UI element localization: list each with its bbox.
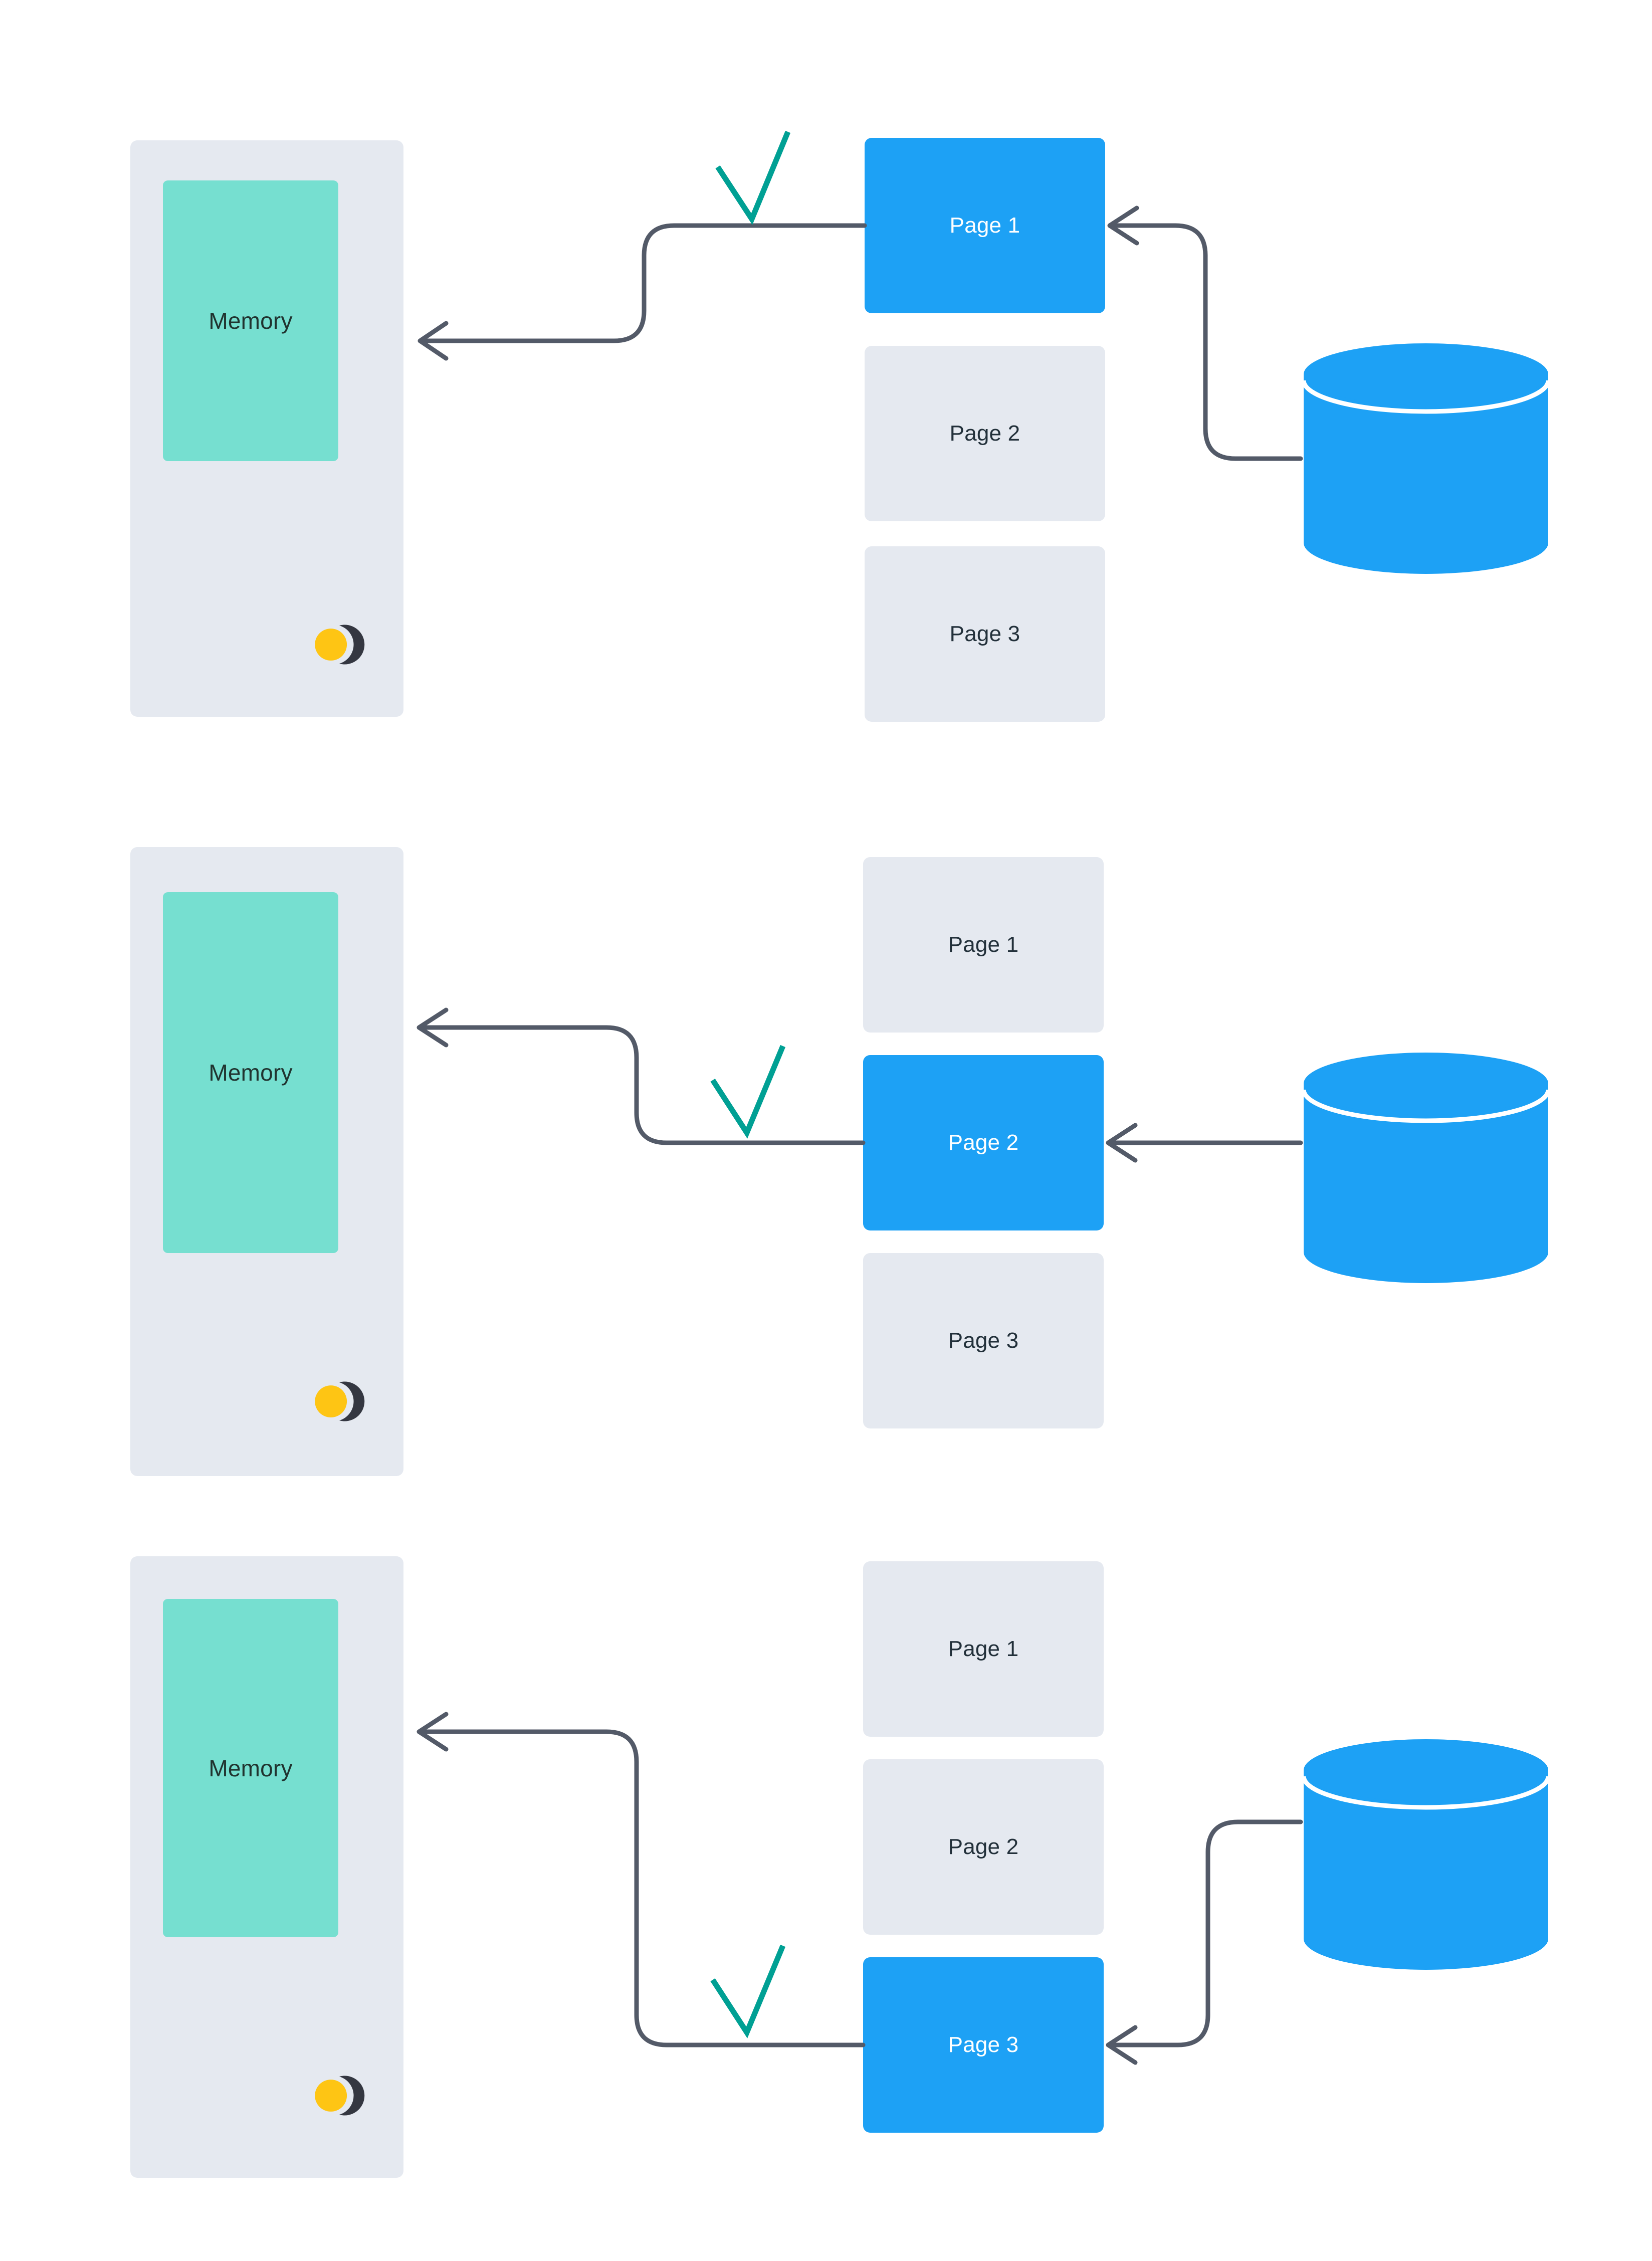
wire-page-to-memory: [418, 1025, 866, 1145]
arrow-left-icon: [1107, 205, 1139, 246]
arrow-left-icon: [417, 1007, 449, 1048]
page-label: Page 2: [948, 1130, 1019, 1155]
wire-page-to-memory: [419, 223, 867, 343]
memory-container: Memory: [130, 140, 403, 717]
memory-label: Memory: [209, 1755, 293, 1781]
page-label: Page 1: [949, 213, 1020, 238]
data-source-cylinder[interactable]: Data Source: [1301, 1053, 1652, 1283]
data-source-label: Data Source: [1614, 499, 1652, 523]
memory-box[interactable]: Memory: [163, 892, 338, 1253]
page-label: Page 1: [948, 1636, 1019, 1661]
page-label: Page 3: [948, 1328, 1019, 1353]
page-box-2[interactable]: Page 2: [863, 1759, 1104, 1935]
page-label: Page 3: [948, 2032, 1019, 2057]
elastic-logo-icon: [315, 2064, 376, 2128]
wire-page-to-memory: [418, 1729, 866, 2047]
diagram-panel-1: Memory Page 1 Page 2 Page 3 Data Source: [0, 0, 1652, 752]
wire-datasource-to-page: [1108, 223, 1303, 461]
memory-box[interactable]: Memory: [163, 1599, 338, 1937]
wire-datasource-to-page: [1106, 1819, 1303, 2047]
arrow-left-icon: [1106, 1123, 1138, 1163]
page-label: Page 2: [949, 421, 1020, 446]
arrow-left-icon: [1106, 2025, 1138, 2065]
page-label: Page 1: [948, 932, 1019, 957]
arrow-left-icon: [418, 321, 449, 361]
memory-container: Memory: [130, 847, 403, 1476]
data-source-cylinder[interactable]: Data Source: [1301, 1739, 1652, 1970]
page-box-3[interactable]: Page 3: [863, 1957, 1104, 2133]
diagram-panel-2: Memory Page 1 Page 2 Page 3 Data Source: [0, 802, 1652, 1529]
cylinder-shape: [1301, 1739, 1551, 1970]
page-box-3[interactable]: Page 3: [863, 1253, 1104, 1428]
memory-box[interactable]: Memory: [163, 180, 338, 461]
cylinder-shape: [1301, 343, 1551, 574]
check-icon: [710, 1045, 786, 1139]
data-source-label: Data Source: [1614, 1205, 1652, 1230]
memory-label: Memory: [209, 308, 293, 334]
diagram-panel-3: Memory Page 1 Page 2 Page 3 Data Source: [0, 1529, 1652, 2261]
page-label: Page 3: [949, 622, 1020, 646]
page-box-2[interactable]: Page 2: [865, 346, 1105, 521]
page-box-1[interactable]: Page 1: [865, 138, 1105, 313]
data-source-label: Data Source: [1614, 1882, 1652, 1907]
page-box-2[interactable]: Page 2: [863, 1055, 1104, 1230]
page-box-1[interactable]: Page 1: [863, 1561, 1104, 1737]
check-icon: [715, 130, 791, 225]
page-box-3[interactable]: Page 3: [865, 546, 1105, 722]
page-box-1[interactable]: Page 1: [863, 857, 1104, 1033]
check-icon: [710, 1944, 786, 2038]
cylinder-shape: [1301, 1053, 1551, 1283]
memory-container: Memory: [130, 1556, 403, 2178]
data-source-cylinder[interactable]: Data Source: [1301, 343, 1652, 574]
arrow-left-icon: [417, 1712, 449, 1752]
page-label: Page 2: [948, 1834, 1019, 1859]
elastic-logo-icon: [315, 1369, 376, 1433]
elastic-logo-icon: [315, 612, 376, 677]
memory-label: Memory: [209, 1060, 293, 1086]
